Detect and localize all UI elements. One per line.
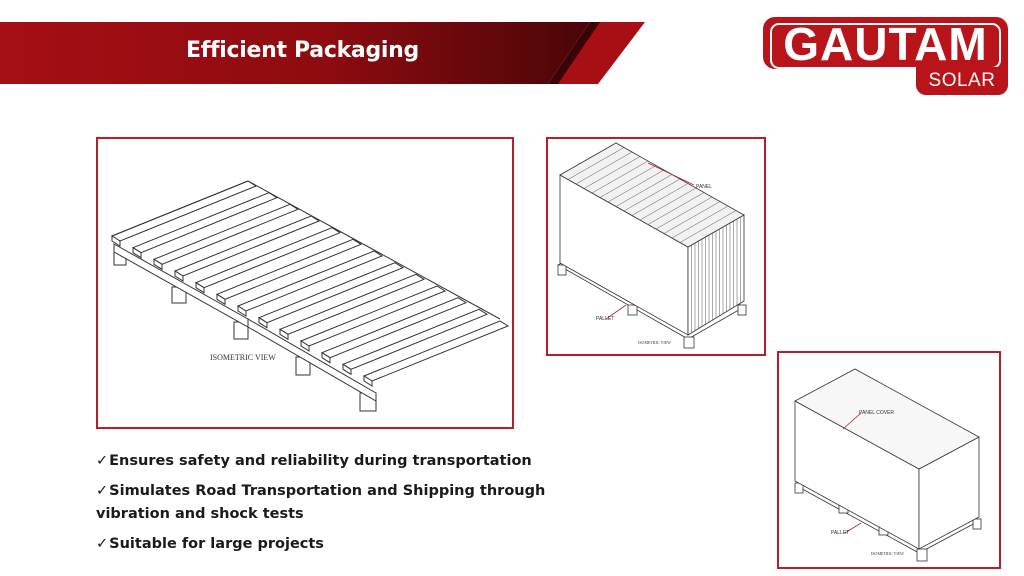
logo-top-block: GAUTAM: [763, 17, 1008, 69]
covered-package-drawing: PANEL COVER PALLET ISOMETRIC VIEW: [794, 368, 982, 562]
panel-edge: [607, 169, 665, 203]
panel-edge: [567, 147, 625, 180]
gautam-solar-logo: GAUTAM SOLAR: [763, 17, 1008, 97]
deck-board-edge: [111, 235, 121, 247]
logo-sub-block: SOLAR: [916, 67, 1008, 95]
deck-board-edge: [321, 351, 331, 364]
check-icon: ✓: [96, 453, 109, 469]
panel-edge: [631, 183, 689, 216]
feature-item: ✓Simulates Road Transportation and Shipp…: [96, 480, 546, 526]
deck-board-edge: [363, 375, 373, 387]
panel-cover-label: PANEL COVER: [859, 410, 894, 416]
panel-edge: [623, 178, 681, 212]
page-title: Efficient Packaging: [186, 38, 419, 63]
pallet-caption: ISOMETRIC VIEW: [210, 353, 276, 362]
feature-text: Ensures safety and reliability during tr…: [109, 453, 532, 469]
panel-edge: [599, 165, 657, 198]
check-icon: ✓: [96, 483, 109, 499]
panel-edge: [639, 187, 697, 221]
panel-edge: [671, 205, 729, 239]
panels-caption: ISOMETRIC VIEW: [638, 340, 671, 345]
deck-board-edge: [237, 305, 247, 317]
feature-text: Suitable for large projects: [109, 536, 324, 552]
panel-edge: [615, 174, 673, 207]
logo-sub-text: SOLAR: [928, 70, 996, 91]
panels-on-pallet-figure: PANEL PALLET ISOMETRIC VIEW: [546, 137, 766, 356]
deck-board-edge: [279, 328, 289, 341]
banner-shape: [0, 22, 645, 84]
deck-board-edge: [258, 316, 268, 329]
pallet-deck-boards: [110, 180, 510, 387]
covered-package-figure: PANEL COVER PALLET ISOMETRIC VIEW: [777, 351, 1001, 569]
panel-edge: [655, 196, 713, 230]
panel-edge: [679, 210, 737, 243]
feature-item: ✓Ensures safety and reliability during t…: [96, 450, 546, 473]
title-banner: [0, 22, 645, 84]
deck-board-edge: [300, 340, 310, 352]
pallet-drawing: ISOMETRIC VIEW: [110, 180, 510, 412]
panel-label: PANEL: [696, 184, 712, 190]
panels-drawing: PANEL PALLET ISOMETRIC VIEW: [557, 142, 747, 349]
panel-edge: [647, 192, 705, 225]
feature-text: Simulates Road Transportation and Shippi…: [96, 483, 546, 522]
pallet-figure: ISOMETRIC VIEW: [96, 137, 514, 429]
logo-name: GAUTAM: [783, 18, 988, 70]
panel-edge: [583, 156, 641, 189]
covered-pallet-label: PALLET: [831, 530, 849, 536]
feature-item: ✓Suitable for large projects: [96, 533, 546, 556]
deck-board-edge: [342, 363, 352, 376]
deck-board-edge: [174, 270, 184, 282]
panel-edge: [575, 151, 633, 185]
feature-list: ✓Ensures safety and reliability during t…: [96, 450, 546, 563]
deck-board-edge: [132, 246, 142, 259]
pallet-label: PALLET: [596, 316, 614, 322]
logo-border: [770, 23, 1001, 69]
deck-board-edge: [153, 258, 163, 271]
covered-caption: ISOMETRIC VIEW: [871, 551, 904, 556]
panel-edge: [663, 201, 721, 234]
check-icon: ✓: [96, 536, 109, 552]
deck-board-edge: [195, 281, 205, 294]
deck-board-edge: [216, 293, 226, 306]
panel-edge: [591, 160, 649, 194]
